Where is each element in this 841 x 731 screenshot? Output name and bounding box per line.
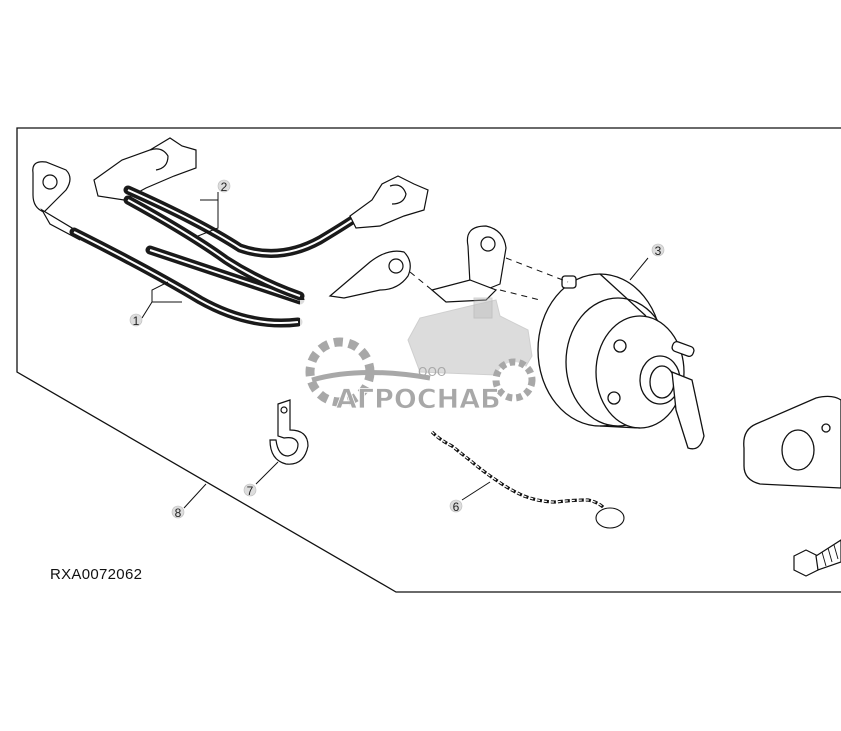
callout-3: 3 bbox=[651, 243, 665, 258]
svg-text:ООО: ООО bbox=[418, 365, 446, 379]
key-switch-3 bbox=[537, 273, 705, 450]
callout-8: 8 bbox=[171, 505, 185, 520]
callout-1: 1 bbox=[129, 313, 143, 328]
svg-text:8: 8 bbox=[175, 506, 182, 520]
svg-text:6: 6 bbox=[453, 500, 460, 514]
battery-cable-2 bbox=[93, 137, 429, 301]
leader-lines bbox=[141, 192, 649, 509]
svg-text:3: 3 bbox=[655, 244, 662, 258]
watermark-logo: ООО АГРОСНАБ bbox=[300, 297, 536, 415]
svg-text:АГРОСНАБ: АГРОСНАБ bbox=[336, 384, 501, 415]
mounting-bracket bbox=[430, 225, 507, 303]
svg-text:1: 1 bbox=[133, 314, 140, 328]
clip-7 bbox=[269, 399, 309, 465]
diagram-frame bbox=[16, 127, 841, 593]
svg-text:2: 2 bbox=[221, 180, 228, 194]
callout-7: 7 bbox=[243, 483, 257, 498]
callout-6: 6 bbox=[449, 499, 463, 514]
svg-text:7: 7 bbox=[247, 484, 254, 498]
harvester-icon bbox=[407, 297, 536, 402]
mounting-plate bbox=[743, 395, 841, 489]
chain-6 bbox=[430, 430, 625, 529]
callout-2: 2 bbox=[217, 179, 231, 194]
bolt bbox=[793, 539, 841, 577]
figure-id-label: RXA0072062 bbox=[50, 566, 143, 583]
assembly-lines bbox=[409, 257, 569, 301]
battery-cable-1 bbox=[32, 161, 411, 328]
